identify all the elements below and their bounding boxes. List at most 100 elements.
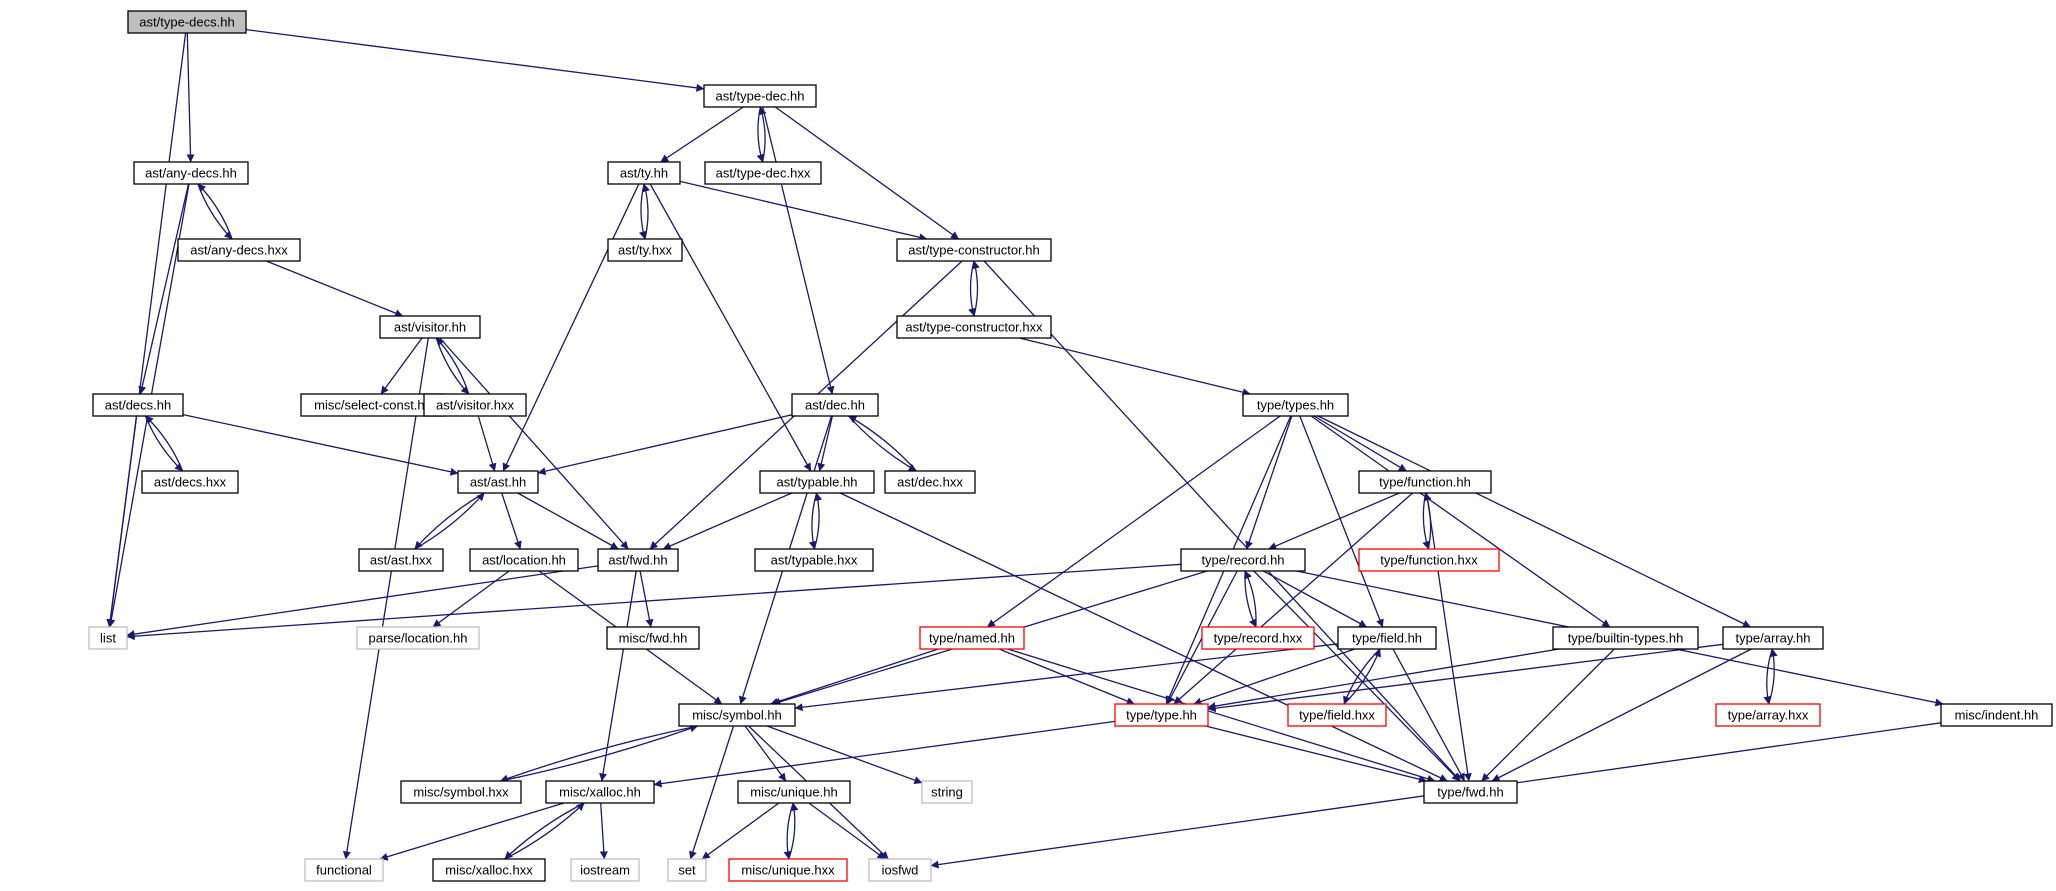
- node-xalloc-hh[interactable]: misc/xalloc.hh: [545, 780, 655, 804]
- node-ast-hxx[interactable]: ast/ast.hxx: [358, 548, 444, 572]
- node-box: [703, 84, 817, 108]
- edge-xalloc_hh-to-functional: [379, 802, 565, 861]
- node-box: [1722, 626, 1824, 650]
- node-label: ast/any-decs.hxx: [190, 242, 288, 257]
- node-symbol-hxx[interactable]: misc/symbol.hxx: [400, 780, 522, 804]
- node-typable-hxx[interactable]: ast/typable.hxx: [754, 548, 874, 572]
- edge-ty_hxx-to-ty_hh: [642, 183, 650, 240]
- node-location-hh[interactable]: ast/location.hh: [469, 548, 579, 572]
- node-box: [607, 238, 683, 262]
- node-parse-location-hh: parse/location.hh: [356, 626, 480, 650]
- node-type-hh[interactable]: type/type.hh: [1114, 703, 1209, 727]
- edge-type_constructor_hh-to-type_constructor_hxx: [968, 260, 977, 317]
- node-box: [1358, 470, 1492, 494]
- edge-builtin_types_hh-to-type_hh: [1207, 648, 1560, 710]
- node-type-dec-hxx[interactable]: ast/type-dec.hxx: [704, 161, 822, 185]
- edge-function_hh-to-type_fwd_hh: [1425, 492, 1472, 782]
- edge-type_decs_hh-to-type_dec_hh: [245, 28, 705, 92]
- node-label: misc/select-const.hh: [314, 397, 432, 412]
- node-typable-hh[interactable]: ast/typable.hh: [759, 470, 875, 494]
- node-type-fwd-hh[interactable]: type/fwd.hh: [1423, 780, 1518, 804]
- node-dec-hh[interactable]: ast/dec.hh: [791, 393, 879, 417]
- edge-visitor_hh-to-select_const_hh: [380, 337, 423, 395]
- edge-decs_hh-to-ast_hh: [182, 413, 459, 476]
- node-function-hh[interactable]: type/function.hh: [1358, 470, 1492, 494]
- node-visitor-hh[interactable]: ast/visitor.hh: [379, 315, 481, 339]
- node-unique-hh[interactable]: misc/unique.hh: [737, 780, 851, 804]
- node-named-hh[interactable]: type/named.hh: [919, 626, 1025, 650]
- edge-field_hh-to-symbol_hh: [794, 643, 1339, 712]
- node-type-constructor-hxx[interactable]: ast/type-constructor.hxx: [896, 315, 1052, 339]
- node-label: ast/fwd.hh: [608, 552, 667, 567]
- node-visitor-hxx[interactable]: ast/visitor.hxx: [423, 393, 527, 417]
- node-label: type/array.hh: [1736, 630, 1811, 645]
- node-symbol-hh[interactable]: misc/symbol.hh: [678, 703, 796, 727]
- node-label: ast/type-constructor.hh: [908, 242, 1040, 257]
- edge-symbol_hh-to-unique_hh: [744, 725, 787, 782]
- edge-types_hh-to-function_hh: [1313, 415, 1407, 472]
- node-label: functional: [316, 862, 372, 877]
- node-any-decs-hh[interactable]: ast/any-decs.hh: [133, 161, 249, 185]
- edge-ast_hh-to-ast_hxx: [414, 492, 485, 550]
- node-box: [457, 470, 539, 494]
- edge-ty_hh-to-ast_hh: [502, 183, 640, 472]
- node-indent-hh[interactable]: misc/indent.hh: [1940, 703, 2053, 727]
- edge-decs_hh-to-decs_hxx: [144, 415, 184, 472]
- node-label: type/fwd.hh: [1437, 784, 1504, 799]
- node-ty-hxx[interactable]: ast/ty.hxx: [607, 238, 683, 262]
- node-builtin-types-hh[interactable]: type/builtin-types.hh: [1552, 626, 1699, 650]
- edge-type_dec_hh-to-ty_hh: [660, 106, 744, 163]
- node-types-hh[interactable]: type/types.hh: [1242, 393, 1349, 417]
- edge-type_dec_hh-to-type_constructor_hh: [774, 106, 960, 240]
- node-unique-hxx[interactable]: misc/unique.hxx: [728, 858, 848, 882]
- node-function-hxx[interactable]: type/function.hxx: [1358, 548, 1500, 572]
- node-any-decs-hxx[interactable]: ast/any-decs.hxx: [177, 238, 301, 262]
- node-box: [1337, 626, 1437, 650]
- edge-visitor_hh-to-fwd_hh: [439, 337, 629, 550]
- node-decs-hh[interactable]: ast/decs.hh: [92, 393, 184, 417]
- edge-types_hh-to-record_hh: [1245, 415, 1293, 550]
- node-ty-hh[interactable]: ast/ty.hh: [607, 161, 681, 185]
- node-label: ast/dec.hh: [805, 397, 865, 412]
- edge-unique_hh-to-iosfwd: [808, 802, 886, 860]
- edge-type_constructor_hxx-to-types_hh: [1019, 337, 1251, 397]
- edge-ast_hxx-to-ast_hh: [414, 492, 485, 550]
- edge-unique_hh-to-unique_hxx: [783, 802, 794, 860]
- edge-named_hh-to-type_fwd_hh: [1007, 648, 1436, 783]
- node-field-hxx[interactable]: type/field.hxx: [1287, 703, 1387, 727]
- edge-array_hxx-to-array_hh: [1768, 648, 1778, 705]
- node-type-constructor-hh[interactable]: ast/type-constructor.hh: [896, 238, 1052, 262]
- node-xalloc-hxx[interactable]: misc/xalloc.hxx: [432, 858, 546, 882]
- node-field-hh[interactable]: type/field.hh: [1337, 626, 1437, 650]
- node-record-hxx[interactable]: type/record.hxx: [1201, 626, 1315, 650]
- node-misc-fwd-hh[interactable]: misc/fwd.hh: [606, 626, 700, 650]
- node-decs-hxx[interactable]: ast/decs.hxx: [141, 470, 239, 494]
- edge-field_hh-to-type_hh: [1193, 648, 1356, 706]
- edge-function_hh-to-type_hh: [1173, 492, 1414, 705]
- node-array-hxx[interactable]: type/array.hxx: [1715, 703, 1821, 727]
- node-label: string: [931, 784, 963, 799]
- node-type-dec-hh[interactable]: ast/type-dec.hh: [703, 84, 817, 108]
- node-label: type/record.hh: [1201, 552, 1284, 567]
- node-box: [545, 780, 655, 804]
- node-array-hh[interactable]: type/array.hh: [1722, 626, 1824, 650]
- edge-field_hh-to-field_hxx: [1343, 648, 1381, 705]
- node-label: type/record.hxx: [1214, 630, 1303, 645]
- node-label: ast/ty.hxx: [618, 242, 672, 257]
- edge-typable_hh-to-type_fwd_hh: [839, 492, 1448, 782]
- node-box: [133, 161, 249, 185]
- node-box: [728, 858, 848, 882]
- edge-type_dec_hh-to-dec_hh: [762, 106, 835, 395]
- node-dec-hxx[interactable]: ast/dec.hxx: [884, 470, 976, 494]
- edge-location_hh-to-parse_location_hh: [432, 570, 510, 628]
- node-fwd-hh[interactable]: ast/fwd.hh: [597, 548, 679, 572]
- node-label: misc/xalloc.hxx: [445, 862, 533, 877]
- node-box: [304, 858, 384, 882]
- node-box: [791, 393, 879, 417]
- edge-record_hxx-to-record_hh: [1244, 570, 1257, 628]
- node-record-hh[interactable]: type/record.hh: [1180, 548, 1306, 572]
- edge-layer: [106, 28, 1944, 869]
- node-label: misc/unique.hxx: [741, 862, 835, 877]
- node-type-decs-hh[interactable]: ast/type-decs.hh: [127, 10, 247, 34]
- node-ast-hh[interactable]: ast/ast.hh: [457, 470, 539, 494]
